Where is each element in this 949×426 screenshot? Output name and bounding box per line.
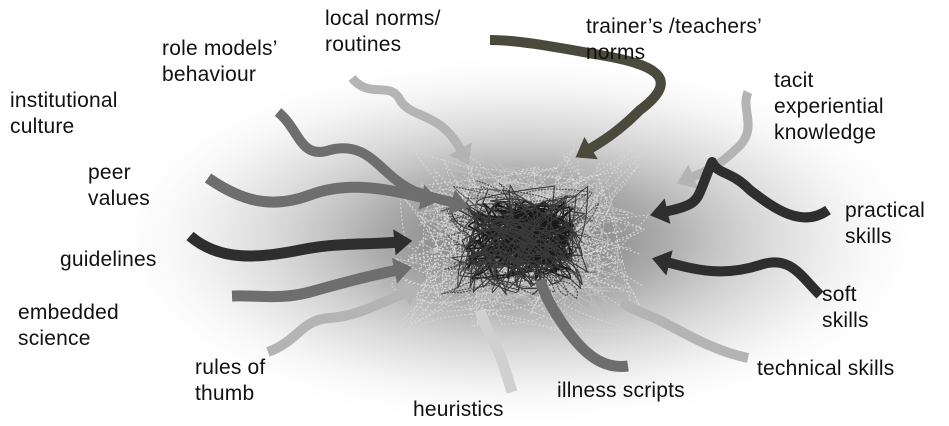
- label-peer-values: peer values: [88, 160, 150, 212]
- label-illness-scripts: illness scripts: [557, 378, 685, 404]
- label-trainers-norms: trainer’s /teachers’ norms: [586, 14, 762, 66]
- label-technical-skills: technical skills: [757, 356, 894, 382]
- label-guidelines: guidelines: [60, 247, 157, 273]
- label-institutional-culture: institutional culture: [10, 88, 118, 140]
- label-role-models: role models’ behaviour: [162, 36, 278, 88]
- label-local-norms: local norms/ routines: [325, 6, 441, 58]
- label-embedded-science: embedded science: [18, 300, 119, 352]
- label-soft-skills: soft skills: [822, 282, 869, 334]
- label-tacit-knowledge: tacit experiential knowledge: [774, 68, 884, 146]
- label-practical-skills: practical skills: [845, 198, 925, 250]
- label-rules-of-thumb: rules of thumb: [195, 355, 265, 407]
- label-heuristics: heuristics: [413, 397, 504, 423]
